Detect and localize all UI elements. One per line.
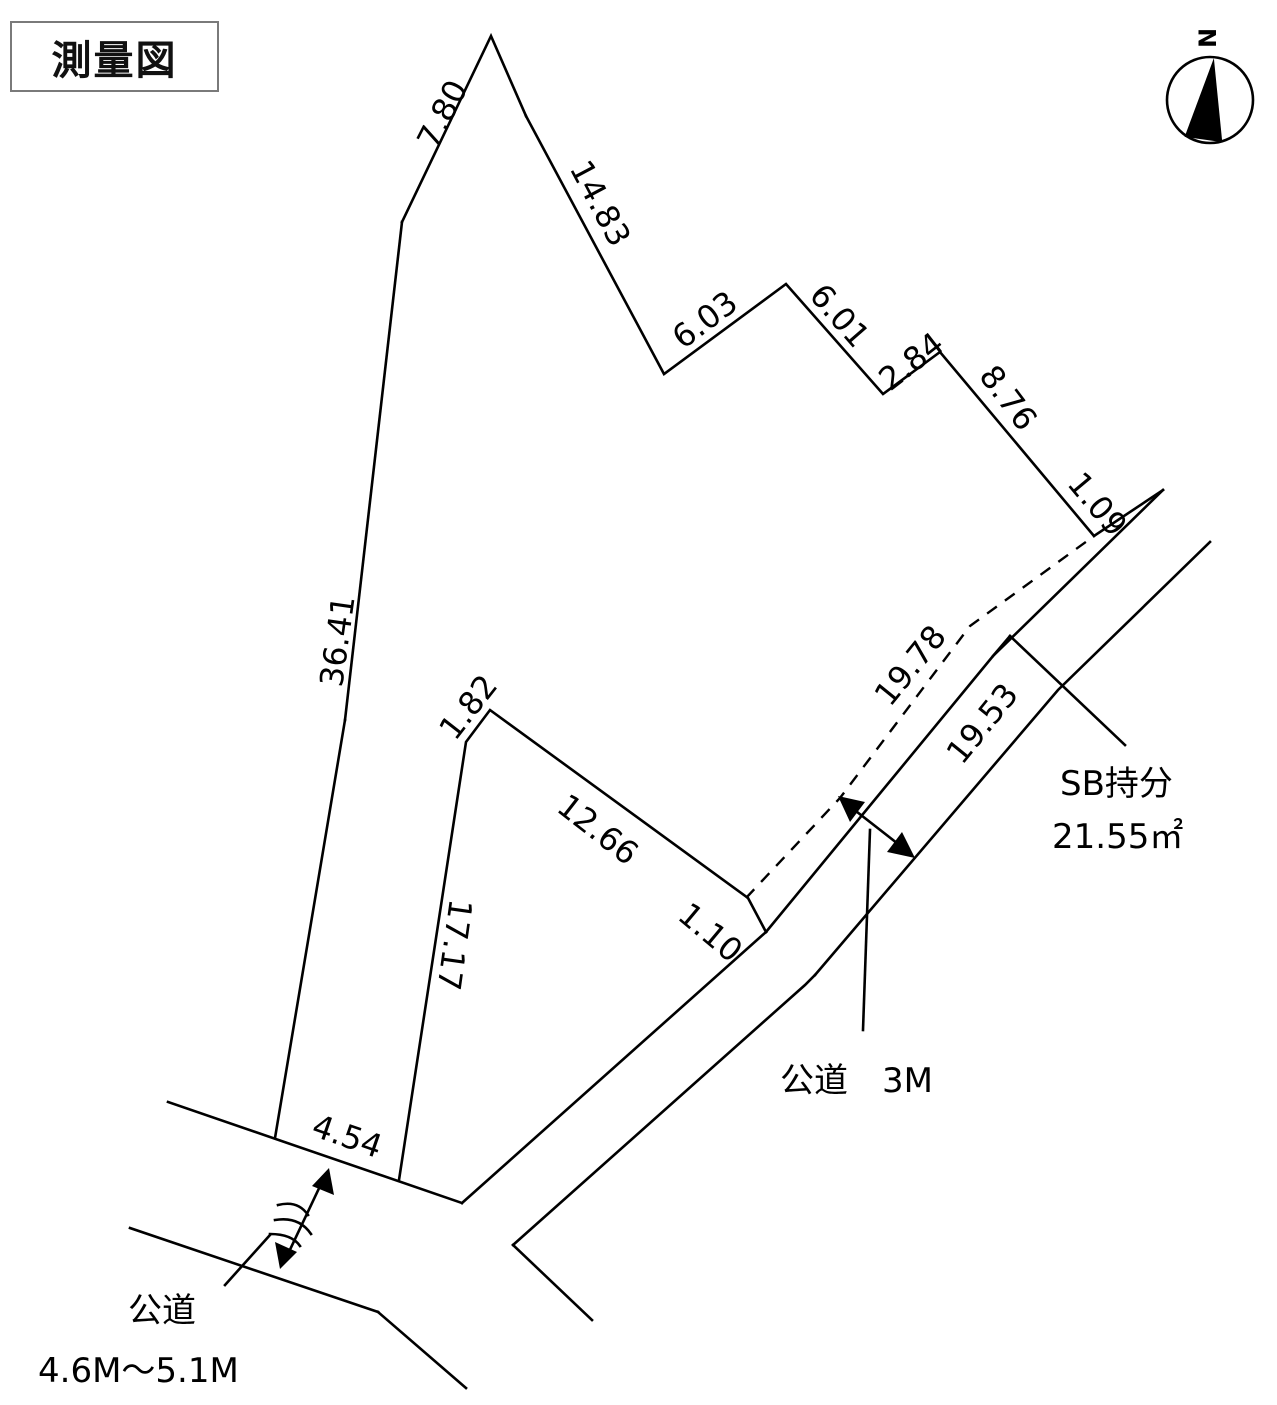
road-right-label: 公道 3M (780, 1061, 933, 1101)
dim-4-54: 4.54 (307, 1107, 387, 1166)
page-title: 測量図 (51, 37, 178, 84)
dim-19-78: 19.78 (867, 618, 954, 713)
dim-17-17: 17.17 (429, 897, 479, 993)
lot-boundary (166, 32, 1165, 1205)
dim-8-76: 8.76 (972, 358, 1045, 438)
dim-36-41: 36.41 (312, 593, 362, 689)
road-bottom-label: 公道 (128, 1291, 196, 1331)
north-label: N (1194, 28, 1222, 48)
dim-1-10: 1.10 (671, 895, 750, 970)
north-arrow-icon: N (1165, 28, 1255, 145)
dim-12-66: 12.66 (550, 786, 646, 872)
dashed-boundary (745, 535, 1095, 899)
dim-2-84: 2.84 (872, 324, 952, 398)
road-right (511, 540, 1212, 1322)
title-box: 測量図 (10, 21, 219, 92)
road-width-arrow-right (838, 796, 915, 858)
dim-19-53: 19.53 (939, 676, 1026, 771)
sb-share-label: SB持分 (1060, 764, 1173, 804)
dim-1-09: 1.09 (1060, 465, 1135, 544)
sb-share-area: 21.55㎡ (1052, 817, 1183, 857)
road-width-arrow-bottom (275, 1168, 334, 1269)
road-bottom-width: 4.6M～5.1M (38, 1351, 239, 1391)
dim-1-82: 1.82 (431, 667, 505, 747)
dim-7-80: 7.80 (409, 74, 475, 155)
